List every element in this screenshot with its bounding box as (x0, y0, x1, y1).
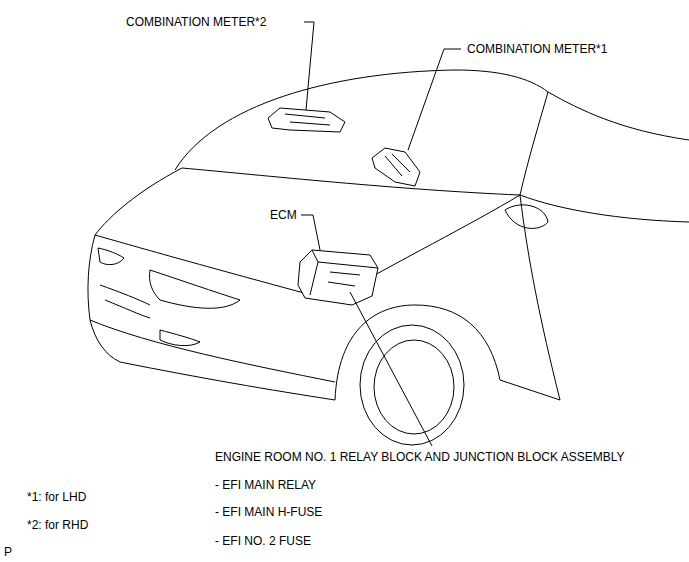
mirror (505, 205, 548, 229)
footnote: *2: for RHD (26, 518, 89, 532)
bumper-lower (90, 320, 335, 400)
headlight-far (98, 248, 124, 265)
part-sublabel: - EFI NO. 2 FUSE (214, 534, 312, 548)
ecm (298, 250, 378, 305)
hood-front (95, 168, 330, 300)
windshield-base (182, 168, 520, 195)
leader-line (304, 22, 314, 110)
car-body (88, 70, 689, 445)
front-face (88, 235, 335, 382)
part-label: COMBINATION METER*1 (466, 42, 608, 56)
footnote: *1: for LHD (26, 490, 87, 504)
combination-meter-rhd (268, 108, 345, 132)
figure-code: P (3, 545, 13, 559)
a-pillar (520, 92, 548, 195)
part-label: ENGINE ROOM NO. 1 RELAY BLOCK AND JUNCTI… (214, 450, 625, 464)
part-sublabel: - EFI MAIN RELAY (214, 478, 317, 492)
components (268, 108, 420, 305)
leader-line (350, 292, 432, 446)
headlight-left (149, 270, 240, 308)
leader-lines (301, 22, 461, 446)
roof-edge (175, 70, 548, 170)
leader-line (408, 49, 461, 150)
door-line (520, 195, 689, 222)
rim (374, 340, 454, 434)
part-label: COMBINATION METER*2 (125, 15, 267, 29)
leader-line (301, 215, 320, 250)
wheel-arch (335, 305, 560, 400)
a-pillar-rear (548, 92, 689, 140)
tire (360, 325, 464, 445)
fog-lamp (160, 330, 200, 346)
grille (100, 285, 150, 318)
part-label: ECM (269, 208, 298, 222)
part-sublabel: - EFI MAIN H-FUSE (214, 505, 323, 519)
body-side (520, 195, 560, 400)
combination-meter-lhd (372, 148, 420, 186)
